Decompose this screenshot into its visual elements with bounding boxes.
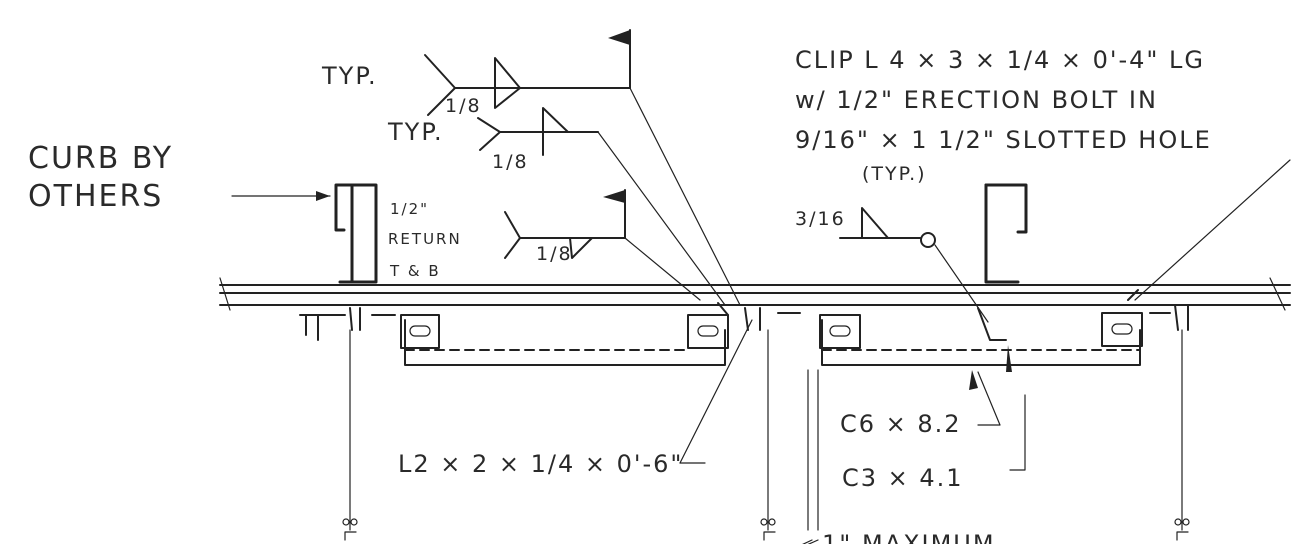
channel-c6-left	[404, 319, 726, 366]
max-gap-label: 1" MAXIMUM.	[822, 530, 1005, 544]
clip-angle-1	[400, 314, 440, 349]
curb-section-right	[984, 183, 1028, 284]
angle-l2-label: L2 × 2 × 1/4 × 0'-6"	[398, 450, 683, 478]
curb-label-line2: OTHERS	[28, 179, 163, 214]
deck-clips	[299, 304, 1189, 341]
clip-angle-3	[819, 314, 861, 349]
weld-symbol-mid	[477, 107, 599, 156]
hanger-lines	[342, 329, 1190, 541]
clip-label-line2: w/ 1/2" ERECTION BOLT IN	[795, 86, 1158, 114]
return-label-line2: RETURN	[388, 230, 462, 248]
clip-label-line4: (TYP.)	[862, 163, 927, 185]
weld-symbol-lower	[504, 189, 626, 259]
weld-size-upper: 1/8	[445, 95, 482, 117]
curb-section-left	[334, 183, 378, 284]
channel-c6-label: C6 × 8.2	[840, 410, 962, 438]
clip-label-line3: 9/16" × 1 1/2" SLOTTED HOLE	[795, 126, 1212, 154]
channel-c6-right	[821, 319, 1141, 366]
weld-symbol-upper	[424, 29, 631, 116]
weld-size-lower: 1/8	[536, 243, 573, 265]
weld-size-right: 3/16	[795, 208, 846, 230]
deck-beam	[219, 277, 1291, 311]
clip-label-line1: CLIP L 4 × 3 × 1/4 × 0'-4" LG	[795, 46, 1205, 74]
return-label-line3: T & B	[389, 262, 441, 280]
curb-label-line1: CURB BY	[28, 141, 173, 176]
weld-symbol-right	[839, 207, 936, 248]
typ-label-lower: TYP.	[387, 118, 444, 146]
weld-size-mid: 1/8	[492, 151, 529, 173]
channel-c3-label: C3 × 4.1	[842, 464, 964, 492]
leader-lines	[231, 87, 1291, 544]
return-label-line1: 1/2"	[390, 200, 429, 218]
clip-angle-4	[1101, 312, 1143, 347]
typ-label-upper: TYP.	[321, 62, 378, 90]
annotations: TYP. TYP. 1/8 1/8 1/8 CURB BY OTHERS 1/2…	[28, 46, 1212, 544]
clip-angle-2	[687, 314, 729, 349]
